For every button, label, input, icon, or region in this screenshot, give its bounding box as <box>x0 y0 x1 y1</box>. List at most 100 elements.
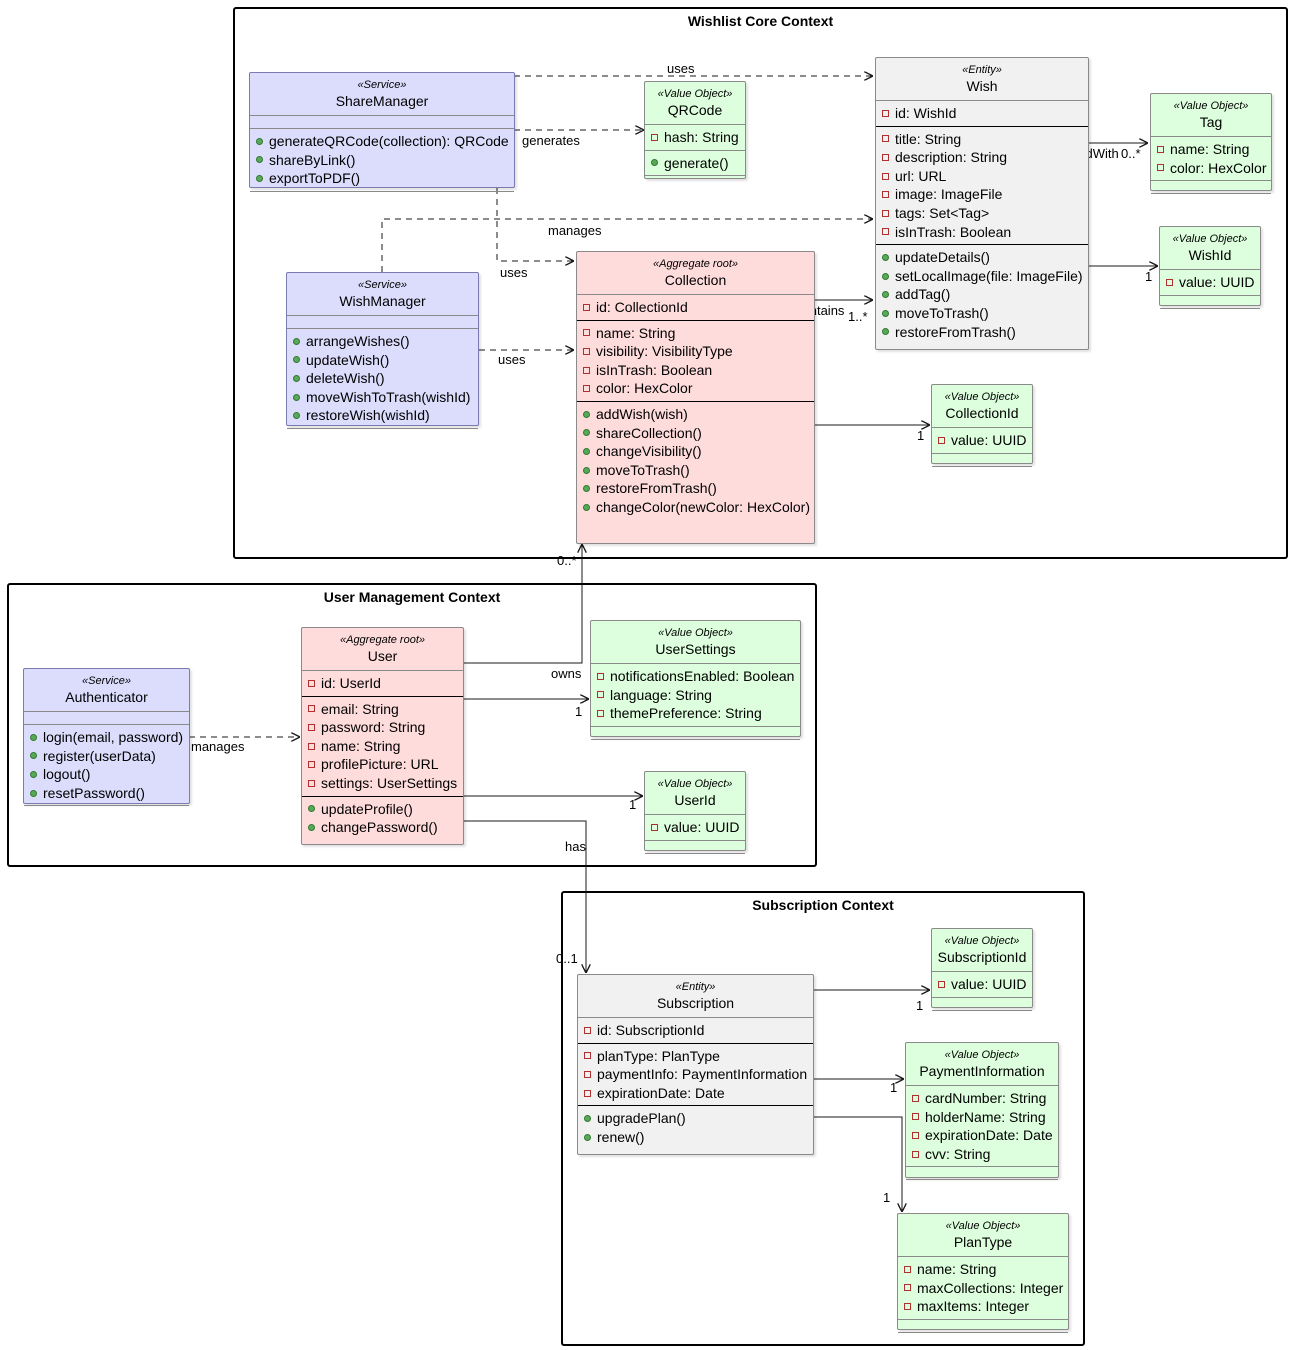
stereotype-label: «Entity» <box>962 64 1002 76</box>
class-name: PlanType <box>953 1234 1013 1250</box>
class-name: Collection <box>664 272 727 288</box>
public-visibility-icon <box>583 447 590 455</box>
class-authenticator[interactable]: «Service»Authenticator login(email, passw… <box>23 668 190 807</box>
public-visibility-icon <box>583 429 590 437</box>
member-text: email: String <box>321 700 399 717</box>
member-text: cvv: String <box>925 1145 991 1162</box>
class-attribute: cvv: String <box>906 1145 1058 1164</box>
public-visibility-icon <box>256 156 263 164</box>
multiplicity-label: 1 <box>917 428 925 443</box>
edge-label: uses <box>498 352 526 367</box>
edge-label: uses <box>500 265 528 280</box>
public-visibility-icon <box>583 410 590 418</box>
private-visibility-icon <box>938 980 945 988</box>
class-attribute: image: ImageFile <box>876 185 1088 204</box>
public-visibility-icon <box>882 328 889 336</box>
member-text: register(userData) <box>43 747 156 764</box>
stereotype-label: «Value Object» <box>1173 100 1249 112</box>
class-header: «Service»Authenticator <box>24 669 189 712</box>
member-text: profilePicture: URL <box>321 756 439 773</box>
class-name: CollectionId <box>945 405 1019 421</box>
public-visibility-icon <box>293 337 300 345</box>
class-attribute: themePreference: String <box>591 704 800 723</box>
class-attribute: value: UUID <box>645 818 745 837</box>
private-visibility-icon <box>308 705 315 713</box>
multiplicity-label: 0..* <box>1121 146 1141 161</box>
public-visibility-icon <box>293 393 300 401</box>
attributes-section: hash: String <box>645 125 745 151</box>
operations-section <box>645 841 745 854</box>
class-operation: resetPassword() <box>24 784 189 803</box>
member-text: login(email, password) <box>43 729 184 745</box>
public-visibility-icon <box>30 733 37 741</box>
attributes-section: value: UUID <box>932 428 1032 454</box>
operations-section <box>1151 181 1271 195</box>
stereotype-label: «Value Object» <box>945 1220 1021 1232</box>
member-text: description: String <box>895 149 1008 166</box>
member-text: id: SubscriptionId <box>597 1022 705 1038</box>
class-header: «Value Object»UserSettings <box>591 621 800 664</box>
stereotype-label: «Entity» <box>675 981 716 993</box>
public-visibility-icon <box>293 374 300 382</box>
class-attribute: password: String <box>302 718 463 737</box>
private-visibility-icon <box>912 1113 919 1121</box>
edge-label: uses <box>667 61 695 76</box>
class-attribute: settings: UserSettings <box>302 774 463 793</box>
member-text: deleteWish() <box>306 370 385 387</box>
class-attribute: color: HexColor <box>1151 159 1271 178</box>
member-text: maxCollections: Integer <box>917 1279 1064 1296</box>
class-operation: updateProfile() <box>302 800 463 819</box>
operations-section <box>591 727 800 740</box>
class-usersettings[interactable]: «Value Object»UserSettings notificationsE… <box>590 620 801 740</box>
class-operation: login(email, password) <box>24 728 189 747</box>
operations-section <box>898 1320 1068 1333</box>
member-text: color: HexColor <box>596 380 693 397</box>
public-visibility-icon <box>584 1133 591 1141</box>
class-attribute: language: String <box>591 686 800 705</box>
private-visibility-icon <box>912 1094 919 1102</box>
member-text: shareCollection() <box>596 424 702 441</box>
private-visibility-icon <box>882 209 889 217</box>
class-attribute: tags: Set<Tag> <box>876 204 1088 223</box>
member-text: moveToTrash() <box>895 304 989 321</box>
class-attribute: hash: String <box>645 128 745 147</box>
package-subscription: Subscription Context <box>561 891 1085 1346</box>
operations-section: addWish(wish)shareCollection()changeVisi… <box>577 402 814 520</box>
class-attribute: url: URL <box>876 167 1088 186</box>
class-attribute: notificationsEnabled: Boolean <box>591 667 800 686</box>
member-text: exportToPDF() <box>269 170 361 187</box>
class-name: Wish <box>966 78 998 94</box>
class-attribute: planType: PlanType <box>578 1047 813 1066</box>
private-visibility-icon <box>882 109 889 117</box>
attributes-section <box>250 116 514 129</box>
private-visibility-icon <box>597 691 604 699</box>
member-text: updateProfile() <box>321 800 413 817</box>
member-text: id: CollectionId <box>596 299 688 315</box>
class-name: SubscriptionId <box>937 949 1027 965</box>
attributes-section <box>287 316 478 329</box>
class-wish[interactable]: «Entity» Wish id: WishId title: String descr… <box>875 57 1089 350</box>
attributes-section <box>24 712 189 725</box>
private-visibility-icon <box>904 1302 911 1310</box>
class-name: QRCode <box>667 102 723 118</box>
operations-section: login(email, password) register(userData)… <box>24 725 189 807</box>
class-attribute: id: WishId <box>876 104 1088 123</box>
member-text: title: String <box>895 130 962 147</box>
class-operation: exportToPDF() <box>250 169 514 188</box>
